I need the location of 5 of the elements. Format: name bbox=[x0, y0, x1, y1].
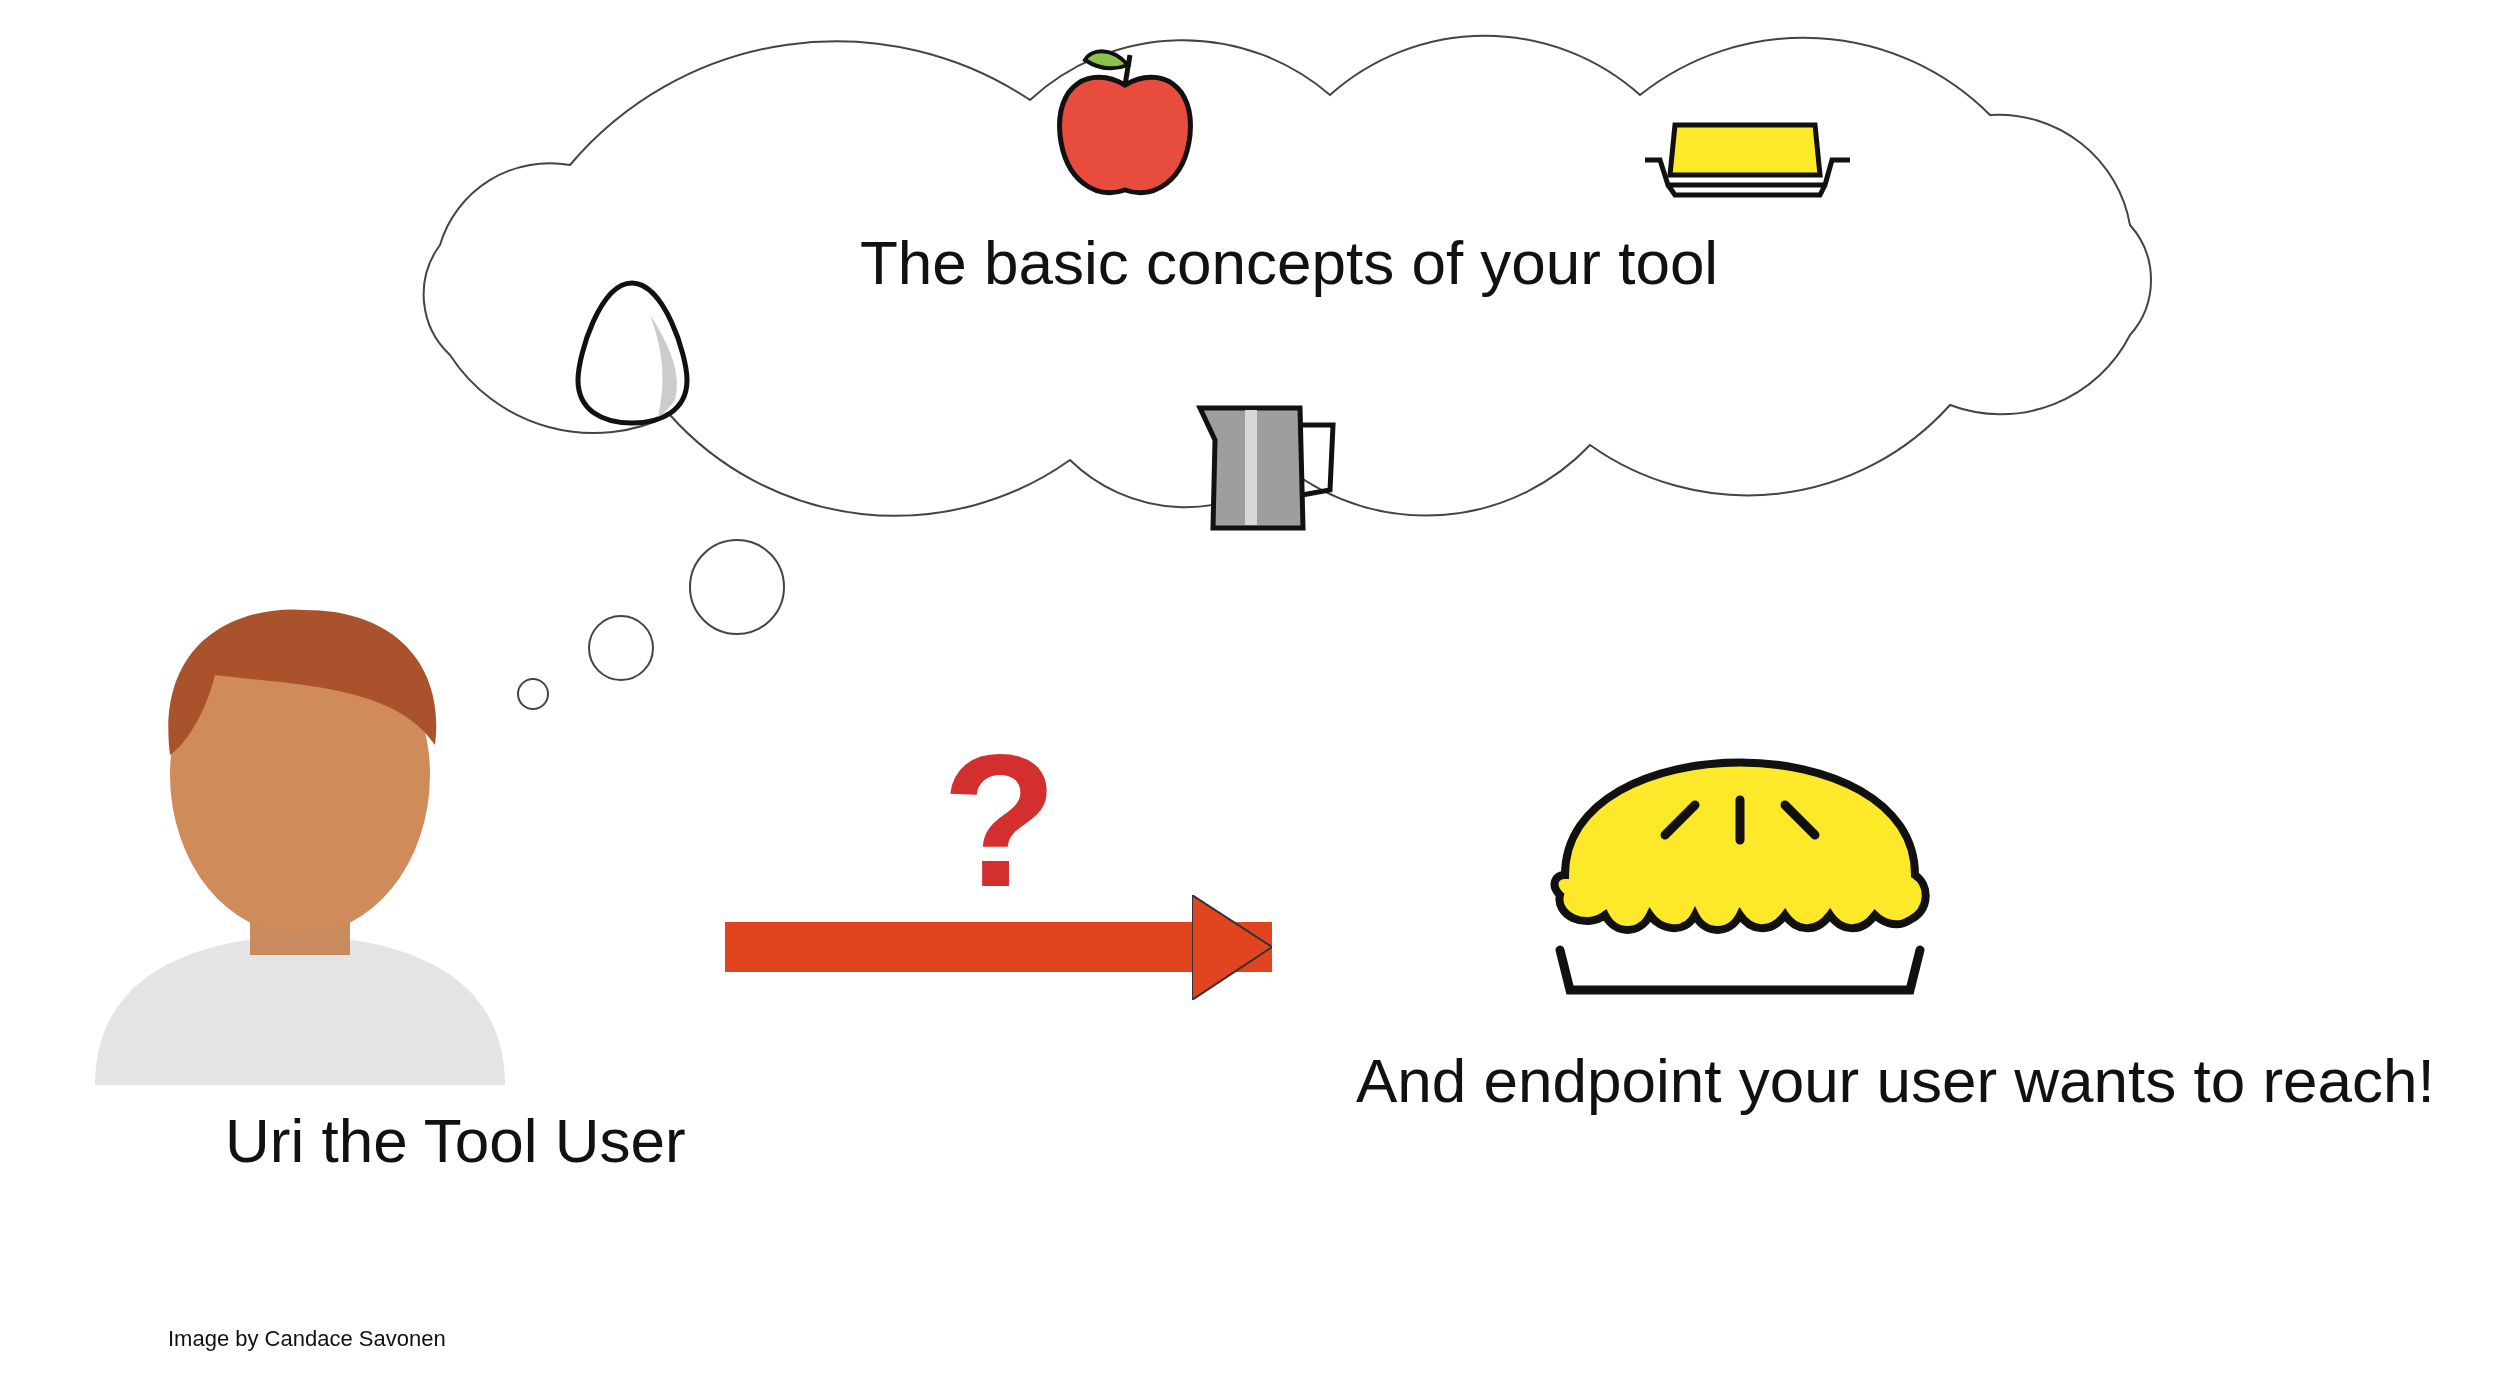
arrow bbox=[725, 894, 1273, 1001]
endpoint-text: And endpoint your user wants to reach! bbox=[1356, 1045, 2435, 1116]
person-name: Uri the Tool User bbox=[225, 1105, 686, 1176]
cloud-text: The basic concepts of your tool bbox=[860, 227, 1719, 298]
image-credit: Image by Candace Savonen bbox=[168, 1326, 446, 1352]
